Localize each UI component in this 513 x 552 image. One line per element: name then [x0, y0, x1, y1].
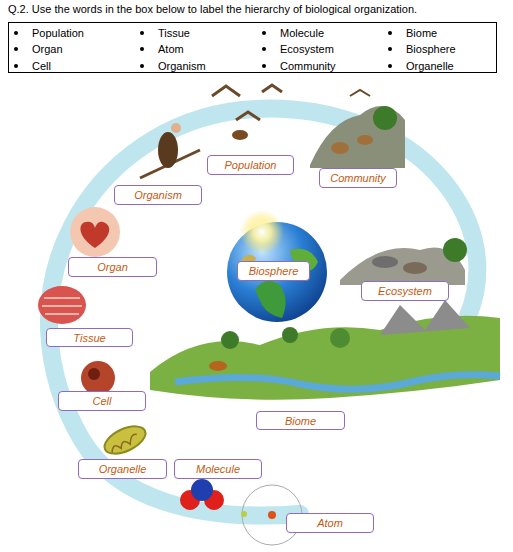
spiral-band	[49, 109, 477, 516]
vulture	[158, 132, 178, 168]
tree	[373, 106, 397, 130]
cell-image	[81, 361, 115, 395]
level-label-box: Community	[319, 168, 397, 188]
level-label-box: Biosphere	[237, 261, 310, 281]
heart	[80, 222, 109, 248]
word-bank-term: Population	[32, 27, 84, 39]
bullet-dot	[262, 64, 266, 68]
level-label: Biome	[285, 415, 316, 427]
word-item: Molecule	[262, 25, 324, 40]
level-label: Organ	[97, 261, 128, 273]
electron	[241, 511, 247, 517]
vulture	[171, 123, 181, 133]
level-label: Ecosystem	[378, 285, 432, 297]
rock-hill	[310, 106, 405, 168]
bullet-dot	[14, 31, 18, 35]
mitochondrion	[100, 421, 149, 460]
bullet-dot	[262, 31, 266, 35]
eagle	[212, 85, 282, 120]
level-label: Population	[225, 159, 277, 171]
word-item: Community	[262, 58, 336, 73]
bullet-dot	[140, 31, 144, 35]
nucleus	[268, 511, 276, 519]
word-bank-term: Atom	[158, 43, 184, 55]
word-bank-term: Ecosystem	[280, 43, 334, 55]
level-label: Molecule	[196, 463, 240, 475]
word-item: Cell	[14, 58, 51, 73]
word-bank-term: Biome	[406, 27, 437, 39]
tree	[221, 331, 239, 349]
river	[175, 375, 500, 389]
word-bank-term: Tissue	[158, 27, 190, 39]
organ-image	[70, 207, 120, 257]
level-label-box: Organism	[114, 185, 202, 205]
word-item: Biome	[388, 25, 437, 40]
level-label-box: Tissue	[46, 328, 133, 347]
bullet-dot	[140, 64, 144, 68]
cristae	[109, 433, 139, 452]
question-title: Q.2. Use the words in the box below to l…	[8, 3, 508, 15]
level-label: Biosphere	[249, 265, 299, 277]
level-label-box: Population	[207, 155, 294, 175]
word-bank-term: Community	[280, 60, 336, 72]
word-item: Atom	[140, 41, 184, 56]
bullet-dot	[388, 31, 392, 35]
tree	[282, 327, 298, 343]
bullet-dot	[14, 64, 18, 68]
tissue-stripes	[42, 298, 82, 314]
bird	[350, 90, 370, 96]
word-bank-term: Biosphere	[406, 43, 456, 55]
word-item: Organelle	[388, 58, 454, 73]
word-item: Population	[14, 25, 84, 40]
bullet-dot	[388, 47, 392, 51]
mountain	[380, 300, 470, 335]
tree	[443, 238, 467, 262]
word-bank-term: Organism	[158, 60, 206, 72]
word-bank-box: Population Tissue Molecule BiomeOrgan Atom Ec…	[8, 22, 497, 73]
wolf	[372, 256, 398, 268]
bullet-dot	[388, 64, 392, 68]
level-label-box: Biome	[256, 411, 345, 430]
word-item: Organism	[140, 58, 206, 73]
word-bank-term: Organ	[32, 43, 63, 55]
wolf	[403, 262, 427, 274]
level-label: Organelle	[99, 463, 147, 475]
level-label-box: Organelle	[78, 459, 167, 479]
word-item: Organ	[14, 41, 63, 56]
bullet-dot	[14, 47, 18, 51]
level-label: Organism	[134, 189, 182, 201]
word-item: Ecosystem	[262, 41, 334, 56]
word-bank-term: Cell	[32, 60, 51, 72]
word-item: Tissue	[140, 25, 190, 40]
goat	[331, 142, 349, 154]
level-label-box: Atom	[286, 513, 374, 533]
bullet-dot	[140, 47, 144, 51]
tree	[330, 328, 350, 348]
level-label-box: Molecule	[174, 459, 262, 479]
word-item: Biosphere	[388, 41, 456, 56]
bullet-dot	[262, 47, 266, 51]
level-label-box: Ecosystem	[361, 281, 449, 301]
nucleus	[88, 368, 100, 380]
tissue-image	[38, 286, 86, 324]
level-label: Cell	[93, 395, 112, 407]
animal	[209, 361, 227, 371]
word-bank-term: Organelle	[406, 60, 454, 72]
eagle	[232, 130, 248, 140]
level-label: Atom	[317, 517, 343, 529]
level-label-box: Organ	[68, 257, 157, 277]
level-label: Tissue	[73, 332, 105, 344]
atom-ball	[191, 479, 213, 501]
goat	[357, 135, 373, 145]
word-bank-term: Molecule	[280, 27, 324, 39]
level-label-box: Cell	[58, 391, 146, 411]
continent	[255, 281, 286, 318]
level-label: Community	[330, 172, 386, 184]
sun-glow	[240, 210, 284, 254]
